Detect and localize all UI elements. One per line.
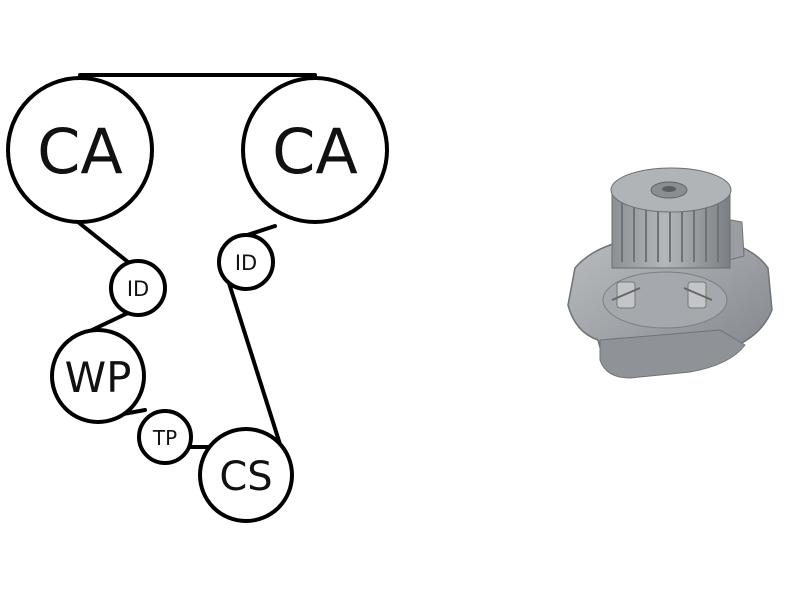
- pulley-label: CS: [219, 454, 272, 500]
- belt-segment-cs-id-right: [226, 278, 287, 462]
- belt-segment-ca-id-left: [76, 220, 130, 264]
- pulley-label: ID: [235, 251, 257, 275]
- water-pump-photo: [567, 167, 773, 379]
- pulley-label: CA: [37, 115, 123, 188]
- pulley-cam-right: CA: [241, 76, 389, 224]
- pulley-cam-left: CA: [6, 76, 154, 224]
- pulley-idler-right: ID: [217, 233, 275, 291]
- pulley-idler-left: ID: [109, 259, 167, 317]
- pulley-water-pump: WP: [50, 328, 146, 424]
- pump-lower-lobe: [599, 329, 746, 379]
- belt-segment-id-wp: [90, 310, 132, 332]
- pulley-label: ID: [127, 277, 149, 301]
- pump-lug-right: [687, 281, 707, 309]
- pulley-label: CA: [272, 115, 358, 188]
- pulley-label: WP: [65, 353, 132, 402]
- pulley-tensioner: TP: [137, 409, 193, 465]
- pulley-label: TP: [152, 426, 177, 450]
- pulley-crankshaft: CS: [198, 427, 294, 523]
